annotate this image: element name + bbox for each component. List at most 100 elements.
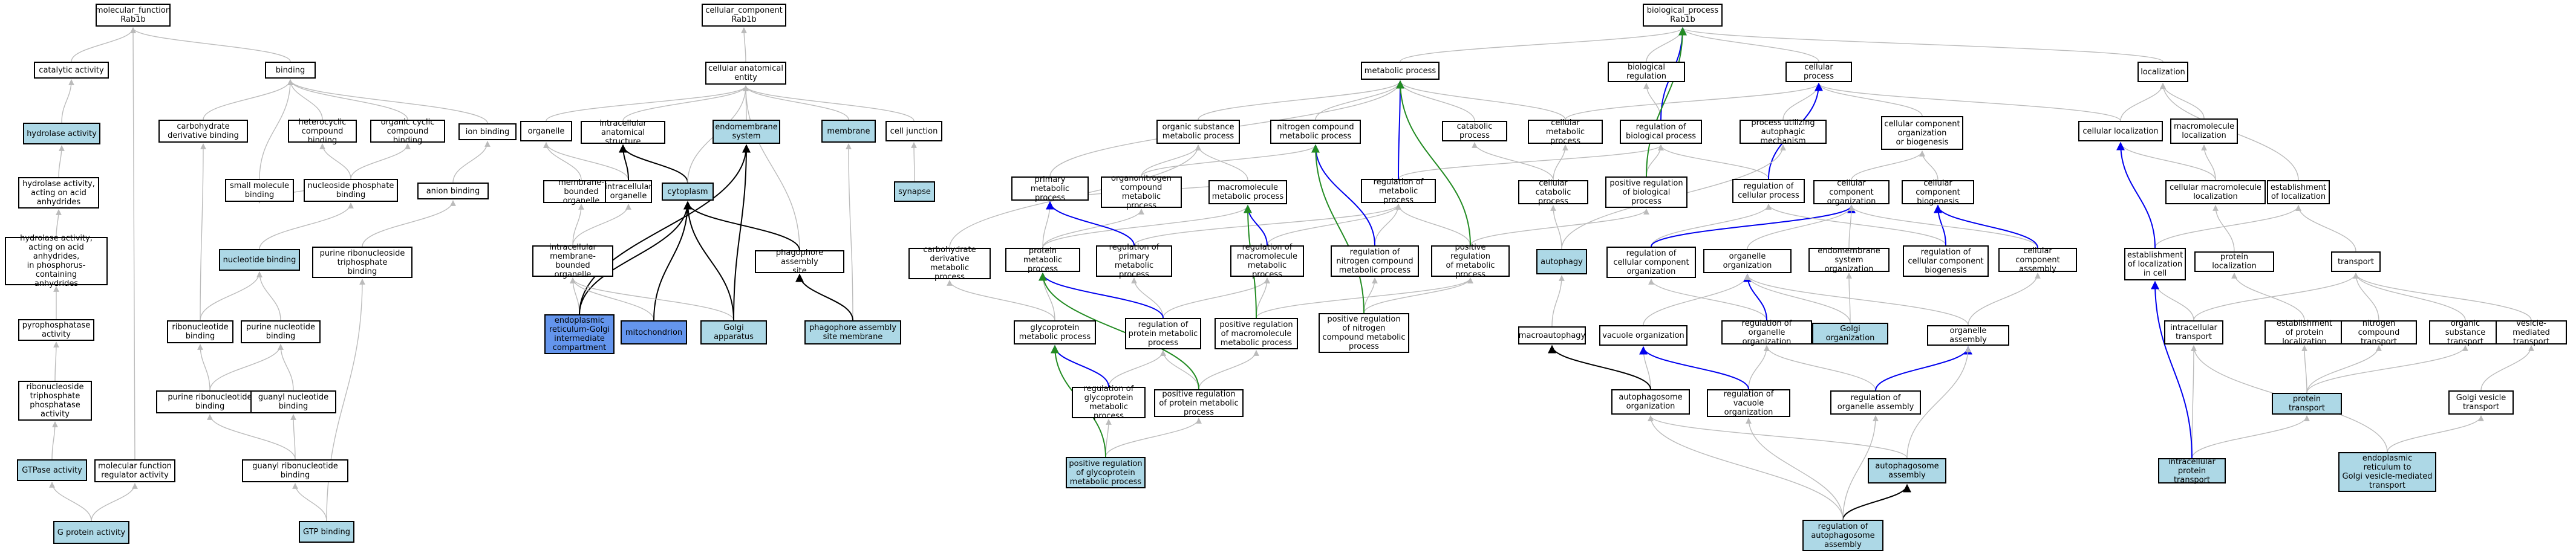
go-term-node[interactable]: guanyl ribonucleotide binding — [242, 459, 348, 482]
go-term-node[interactable]: cellular localization — [2078, 121, 2163, 141]
go-term-node[interactable]: catabolic process — [1442, 121, 1507, 141]
go-term-node[interactable]: transport — [2331, 251, 2381, 272]
go-term-node[interactable]: regulation of macromolecule metabolic pr… — [1230, 243, 1304, 279]
go-term-node[interactable]: cellular_component Rab1b — [702, 4, 786, 27]
go-term-node[interactable]: cellular metabolic process — [1528, 118, 1603, 146]
go-term-node[interactable]: regulation of glycoprotein metabolic pro… — [1072, 384, 1146, 421]
go-term-node[interactable]: intracellular anatomical structure — [581, 119, 665, 146]
go-term-node[interactable]: regulation of cellular component biogene… — [1903, 245, 1989, 277]
go-term-node[interactable]: regulation of cellular process — [1732, 179, 1805, 203]
go-term-node[interactable]: nitrogen compound metabolic process — [1270, 120, 1361, 144]
go-term-node[interactable]: molecular function regulator activity — [94, 459, 175, 482]
go-term-node[interactable]: hydrolase activity, acting on acid anhyd… — [18, 177, 99, 209]
go-term-node[interactable]: nucleoside phosphate binding — [304, 179, 398, 202]
go-term-node[interactable]: macromolecule localization — [2170, 118, 2238, 144]
go-term-node[interactable]: intracellular membrane-bounded organelle — [532, 243, 613, 279]
go-term-node[interactable]: regulation of nitrogen compound metaboli… — [1331, 245, 1419, 277]
go-term-node[interactable]: heterocyclic compound binding — [288, 118, 357, 145]
go-term-node[interactable]: positive regulation of protein metabolic… — [1154, 389, 1244, 417]
go-term-node[interactable]: positive regulation of biological proces… — [1605, 176, 1687, 208]
go-term-node[interactable]: membrane — [821, 120, 876, 143]
go-term-node[interactable]: regulation of metabolic process — [1361, 178, 1436, 205]
go-term-node[interactable]: organic substance metabolic process — [1156, 120, 1240, 144]
go-term-node[interactable]: cellular macromolecule localization — [2165, 180, 2266, 204]
go-term-node[interactable]: purine nucleotide binding — [241, 320, 321, 343]
go-term-node[interactable]: regulation of primary metabolic process — [1096, 243, 1172, 279]
go-term-node[interactable]: positive regulation of macromolecule met… — [1215, 318, 1298, 349]
go-term-node[interactable]: autophagosome organization — [1611, 389, 1690, 415]
go-term-node[interactable]: protein transport — [2272, 393, 2342, 415]
go-term-node[interactable]: hydrolase activity, acting on acid anhyd… — [5, 234, 108, 288]
go-term-node[interactable]: small molecule binding — [225, 179, 294, 202]
go-term-node[interactable]: protein localization — [2194, 251, 2274, 272]
go-term-node[interactable]: biological_process Rab1b — [1643, 4, 1723, 27]
go-term-node[interactable]: regulation of organelle organization — [1721, 319, 1812, 346]
go-term-node[interactable]: metabolic process — [1361, 62, 1440, 80]
go-term-node[interactable]: macromolecule metabolic process — [1208, 180, 1287, 204]
go-term-node[interactable]: endomembrane system — [712, 120, 780, 144]
go-term-node[interactable]: cellular anatomical entity — [705, 62, 786, 85]
go-term-node[interactable]: positive regulation of nitrogen compound… — [1319, 313, 1409, 353]
go-term-node[interactable]: endomembrane system organization — [1808, 247, 1890, 274]
go-term-node[interactable]: primary metabolic process — [1011, 175, 1089, 202]
go-term-node[interactable]: intracellular protein transport — [2158, 458, 2226, 485]
go-term-node[interactable]: regulation of organelle assembly — [1830, 390, 1921, 415]
go-term-node[interactable]: organic substance transport — [2429, 319, 2502, 346]
go-term-node[interactable]: phagophore assembly site — [755, 248, 844, 276]
go-term-node[interactable]: anion binding — [417, 183, 489, 199]
go-term-node[interactable]: molecular_function Rab1b — [96, 4, 171, 27]
go-term-node[interactable]: protein metabolic process — [1005, 247, 1080, 274]
go-term-node[interactable]: organic cyclic compound binding — [370, 118, 445, 145]
go-term-node[interactable]: Golgi vesicle transport — [2448, 390, 2514, 415]
go-term-node[interactable]: nitrogen compound transport — [2341, 319, 2417, 346]
go-term-node[interactable]: process utilizing autophagic mechanism — [1740, 118, 1827, 146]
go-term-node[interactable]: binding — [265, 62, 316, 79]
go-term-node[interactable]: intracellular organelle — [605, 180, 652, 203]
go-term-node[interactable]: organelle organization — [1703, 249, 1792, 273]
go-term-node[interactable]: cellular component organization or bioge… — [1881, 116, 1963, 150]
go-term-node[interactable]: regulation of cellular component organiz… — [1606, 247, 1696, 278]
go-term-node[interactable]: regulation of vacuole organization — [1707, 389, 1790, 417]
go-term-node[interactable]: nucleotide binding — [219, 249, 300, 271]
go-term-node[interactable]: establishment of protein localization — [2265, 319, 2344, 346]
go-term-node[interactable]: synapse — [894, 181, 935, 202]
go-term-node[interactable]: catalytic activity — [34, 62, 109, 79]
go-term-node[interactable]: biological regulation — [1608, 62, 1685, 82]
go-term-node[interactable]: GTPase activity — [17, 459, 87, 481]
go-term-node[interactable]: establishment of localization — [2267, 180, 2330, 204]
go-term-node[interactable]: cellular process — [1785, 62, 1852, 82]
go-term-node[interactable]: cellular component organization — [1813, 179, 1890, 206]
go-term-node[interactable]: intracellular transport — [2164, 320, 2223, 344]
go-term-node[interactable]: hydrolase activity — [23, 123, 100, 144]
go-term-node[interactable]: Golgi apparatus — [700, 320, 767, 344]
go-term-node[interactable]: ribonucleoside triphosphate phosphatase … — [18, 381, 92, 421]
go-term-node[interactable]: vacuole organization — [1599, 325, 1687, 346]
go-term-node[interactable]: cellular catabolic process — [1518, 179, 1588, 206]
go-term-node[interactable]: establishment of localization in cell — [2124, 248, 2186, 280]
go-term-node[interactable]: ion binding — [458, 123, 517, 140]
go-term-node[interactable]: regulation of protein metabolic process — [1125, 318, 1201, 349]
go-term-node[interactable]: cell junction — [885, 121, 942, 141]
go-term-node[interactable]: cytoplasm — [662, 183, 714, 201]
go-term-node[interactable]: localization — [2137, 62, 2188, 82]
go-term-node[interactable]: pyrophosphatase activity — [18, 319, 94, 341]
go-term-node[interactable]: carbohydrate derivative binding — [158, 120, 248, 143]
go-term-node[interactable]: regulation of autophagosome assembly — [1802, 520, 1883, 551]
go-term-node[interactable]: vesicle-mediated transport — [2496, 319, 2567, 346]
go-term-node[interactable]: GTP binding — [299, 521, 354, 543]
go-term-node[interactable]: positive regulation of metabolic process — [1431, 243, 1510, 279]
go-term-node[interactable]: regulation of biological process — [1620, 120, 1702, 144]
go-term-node[interactable]: organonitrogen compound metabolic proces… — [1101, 174, 1182, 210]
go-term-node[interactable]: G protein activity — [53, 521, 129, 544]
go-term-node[interactable]: phagophore assembly site membrane — [804, 320, 901, 344]
go-term-node[interactable]: glycoprotein metabolic process — [1014, 320, 1096, 344]
go-term-node[interactable]: guanyl nucleotide binding — [250, 390, 336, 413]
go-term-node[interactable]: purine ribonucleotide binding — [156, 390, 264, 413]
go-term-node[interactable]: endoplasmic reticulum to Golgi vesicle-m… — [2338, 452, 2436, 492]
go-term-node[interactable]: ribonucleotide binding — [167, 320, 233, 343]
go-term-node[interactable]: cellular component assembly — [1998, 247, 2077, 274]
go-term-node[interactable]: cellular component biogenesis — [1902, 179, 1974, 206]
go-term-node[interactable]: autophagy — [1536, 249, 1587, 274]
go-term-node[interactable]: purine ribonucleoside triphosphate bindi… — [312, 247, 412, 278]
go-term-node[interactable]: autophagosome assembly — [1868, 458, 1946, 483]
